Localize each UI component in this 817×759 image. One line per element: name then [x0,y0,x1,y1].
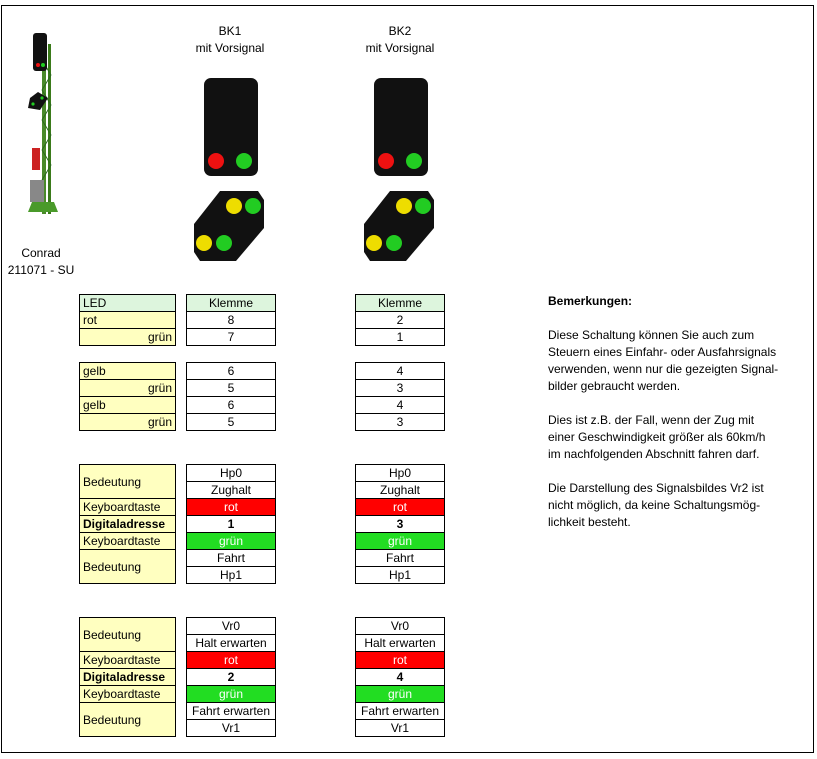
vr-label-keyboardtaste-1: Keyboardtaste [79,651,176,669]
bk2-vr-address: 4 [355,668,445,686]
led-label-rot: rot [79,311,176,329]
bk2-distant-yellow-light-bottom [366,235,382,251]
remarks-line: Die Darstellung des Signalsbildes Vr2 is… [548,481,764,495]
vr-label-digitaladresse: Digitaladresse [79,668,176,686]
bk1-signal-drawing [194,78,264,261]
vr-label-bedeutung-2: Bedeutung [79,702,176,737]
bk2-klemme-rot: 2 [355,311,445,329]
vor-label-gruen-2: grün [79,413,176,431]
bk1-fahrt-erwarten: Fahrt erwarten [186,702,276,720]
remarks-section: Bemerkungen: Diese Schaltung können Sie … [548,293,808,548]
signal-article: 211071 - SU [7,263,75,277]
bk1-vor-klemme: 5 [186,379,276,397]
bk2-vor-klemme: 4 [355,362,445,380]
bk1-main-green-light [236,153,252,169]
hp-label-keyboardtaste-2: Keyboardtaste [79,532,176,550]
bk1-vor-klemme: 6 [186,396,276,414]
bk1-vor-klemme: 6 [186,362,276,380]
vor-label-gelb-1: gelb [79,362,176,380]
bk1-hp0: Hp0 [186,464,276,482]
bk1-title: BK1 [218,24,242,38]
hp-label-digitaladresse: Digitaladresse [79,515,176,533]
remarks-paragraph-1: Diese Schaltung können Sie auch zum Steu… [548,327,808,395]
bk2-vr-keyboard-gruen: grün [355,685,445,703]
remarks-paragraph-3: Die Darstellung des Signalsbildes Vr2 is… [548,480,808,531]
bk2-vor-klemme: 3 [355,413,445,431]
bk2-signal-drawing [364,78,434,261]
hp-label-bedeutung-1: Bedeutung [79,464,176,499]
bk2-vr0: Vr0 [355,617,445,635]
bk1-hp-address: 1 [186,515,276,533]
vr-label-keyboardtaste-2: Keyboardtaste [79,685,176,703]
bk1-vr-keyboard-gruen: grün [186,685,276,703]
bk1-main-red-light [208,153,224,169]
bk2-hp0: Hp0 [355,464,445,482]
bk2-hp-keyboard-rot: rot [355,498,445,516]
remarks-title: Bemerkungen: [548,294,633,308]
bk2-vor-klemme: 3 [355,379,445,397]
bk2-distant-green-light-bottom [386,235,402,251]
remarks-line: verwenden, wenn nur die gezeigten Signal… [548,362,779,376]
bk2-main-red-light [378,153,394,169]
remarks-line: nicht möglich, da keine Schaltungsmög- [548,498,761,512]
bk2-main-green-light [406,153,422,169]
bk1-distant-yellow-light-bottom [196,235,212,251]
bk1-vr0: Vr0 [186,617,276,635]
signal-brand: Conrad [21,246,61,260]
bk1-zughalt: Zughalt [186,481,276,499]
bk2-vr-keyboard-rot: rot [355,651,445,669]
bk2-subtitle: mit Vorsignal [365,41,435,55]
page-frame [1,5,814,753]
bk1-distant-green-light-bottom [216,235,232,251]
bk2-vr1: Vr1 [355,719,445,737]
bk1-hp-keyboard-rot: rot [186,498,276,516]
bk2-hp-keyboard-gruen: grün [355,532,445,550]
bk2-distant-yellow-light-top [396,198,412,214]
bk1-hp-keyboard-gruen: grün [186,532,276,550]
remarks-line: bilder gebraucht werden. [548,379,681,393]
vor-label-gelb-2: gelb [79,396,176,414]
bk2-klemme-header: Klemme [355,294,445,312]
remarks-line: Steuern eines Einfahr- oder Ausfahrsigna… [548,345,777,359]
hp-label-keyboardtaste-1: Keyboardtaste [79,498,176,516]
bk1-distant-green-light-top [245,198,261,214]
remarks-line: einer Geschwindigkeit größer als 60km/h [548,430,766,444]
remarks-line: lichkeit besteht. [548,515,631,529]
bk1-klemme-rot: 8 [186,311,276,329]
bk1-hp1: Hp1 [186,566,276,584]
bk2-hp1: Hp1 [355,566,445,584]
bk1-vr1: Vr1 [186,719,276,737]
remarks-line: Diese Schaltung können Sie auch zum [548,328,755,342]
bk2-halt-erwarten: Halt erwarten [355,634,445,652]
bk2-title: BK2 [388,24,412,38]
bk1-halt-erwarten: Halt erwarten [186,634,276,652]
bk2-fahrt: Fahrt [355,549,445,567]
bk1-subtitle: mit Vorsignal [195,41,265,55]
led-header: LED [79,294,176,312]
bk1-fahrt: Fahrt [186,549,276,567]
remarks-paragraph-2: Dies ist z.B. der Fall, wenn der Zug mit… [548,412,808,463]
bk2-hp-address: 3 [355,515,445,533]
remarks-line: im nachfolgenden Abschnitt fahren darf. [548,447,760,461]
bk2-klemme-gruen: 1 [355,328,445,346]
bk1-vr-keyboard-rot: rot [186,651,276,669]
hp-label-bedeutung-2: Bedeutung [79,549,176,584]
bk2-fahrt-erwarten: Fahrt erwarten [355,702,445,720]
bk2-distant-green-light-top [415,198,431,214]
bk2-zughalt: Zughalt [355,481,445,499]
vor-label-gruen-1: grün [79,379,176,397]
bk1-distant-yellow-light-top [226,198,242,214]
bk2-vor-klemme: 4 [355,396,445,414]
bk1-vor-klemme: 5 [186,413,276,431]
vr-label-bedeutung-1: Bedeutung [79,617,176,652]
signal-photo [28,33,58,214]
remarks-line: Dies ist z.B. der Fall, wenn der Zug mit [548,413,755,427]
bk1-klemme-gruen: 7 [186,328,276,346]
bk1-vr-address: 2 [186,668,276,686]
led-label-gruen: grün [79,328,176,346]
bk1-klemme-header: Klemme [186,294,276,312]
